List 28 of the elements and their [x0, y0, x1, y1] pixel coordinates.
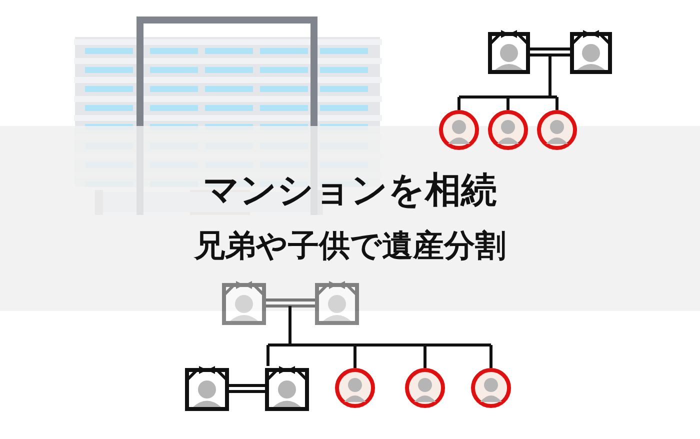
family-line	[548, 55, 552, 97]
family-line	[266, 345, 270, 366]
family-line	[424, 345, 426, 368]
memorial-portrait	[488, 30, 530, 74]
family-line	[268, 344, 491, 346]
person-avatar	[405, 368, 445, 408]
family-line	[506, 97, 510, 110]
marriage-line	[264, 298, 316, 308]
family-line	[288, 306, 292, 345]
family-line	[458, 97, 460, 110]
subtitle: 兄弟や子供で遺産分割	[192, 227, 507, 266]
memorial-portrait	[315, 281, 359, 325]
memorial-portrait	[185, 366, 229, 411]
family-line	[490, 345, 492, 368]
person-avatar	[439, 110, 479, 150]
family-line	[556, 97, 558, 110]
person-avatar	[335, 368, 375, 408]
memorial-portrait	[570, 30, 612, 74]
person-avatar	[488, 110, 528, 150]
person-avatar	[537, 110, 577, 150]
person-avatar	[471, 368, 511, 408]
marriage-line	[228, 384, 266, 393]
memorial-portrait	[265, 366, 309, 411]
family-line	[459, 96, 557, 98]
title: マンションを相続	[202, 169, 498, 213]
marriage-line	[528, 48, 572, 56]
family-line	[354, 345, 356, 368]
memorial-portrait	[222, 281, 266, 325]
